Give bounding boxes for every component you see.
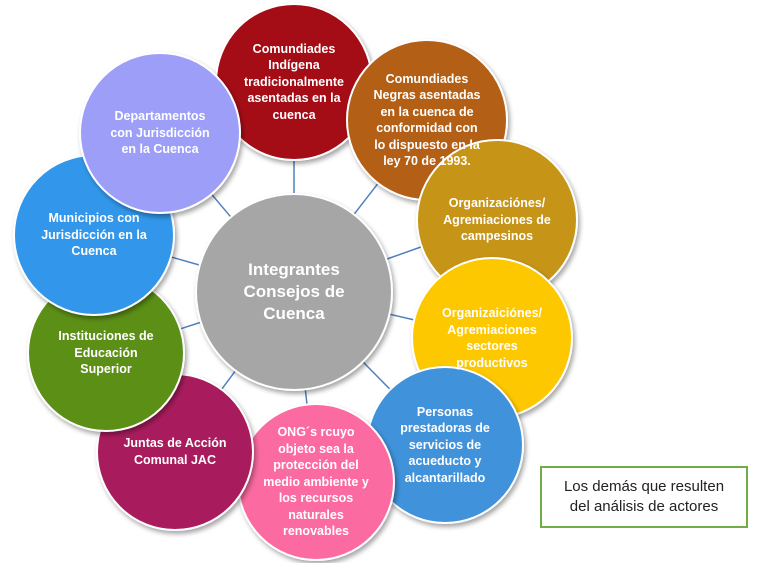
label-comunidades-indigenas: Comundiades Indígena tradicionalmente as… — [243, 41, 345, 122]
center-label: Integrantes Consejos de Cuenca — [243, 259, 345, 324]
label-ong: ONG´s rcuyo objeto sea la protección del… — [263, 425, 369, 539]
label-prestadoras-servicios: Personas prestadoras de servicios de acu… — [400, 404, 490, 485]
label-departamentos: Departamentos con Jurisdicción en la Cue… — [110, 109, 210, 157]
connector-ong — [304, 389, 308, 405]
connector-sectores-productivos — [389, 313, 415, 321]
connector-comunidades-negras — [353, 182, 379, 215]
note-label: Los demás que resulten del análisis de a… — [563, 477, 725, 515]
connector-campesinos — [386, 246, 422, 260]
connector-prestadoras-servicios — [362, 361, 391, 391]
note-box: Los demás que resulten del análisis de a… — [540, 466, 748, 528]
label-juntas-accion-comunal: Juntas de Acción Comunal JAC — [123, 436, 227, 467]
connector-departamentos — [210, 193, 232, 218]
label-sectores-productivos: Organizaiciónes/ Agremiaciones sectores … — [441, 306, 543, 370]
label-instituciones-educacion: Instituciones de Educación Superior — [58, 329, 154, 377]
label-campesinos: Organizaciónes/ Agremiaciones de campesi… — [443, 196, 551, 244]
label-comunidades-negras: Comundiades Negras asentadas en la cuenc… — [373, 71, 481, 169]
node-circles — [13, 3, 578, 561]
circle-departamentos — [79, 52, 241, 214]
center-circle — [195, 193, 393, 391]
connector-instituciones-educacion — [179, 321, 202, 330]
label-municipios: Municipios con Jurisdicción en la Cuenca — [41, 211, 147, 259]
connector-municipios — [170, 256, 200, 266]
connector-lines — [170, 160, 422, 405]
connector-juntas-accion-comunal — [220, 370, 237, 390]
